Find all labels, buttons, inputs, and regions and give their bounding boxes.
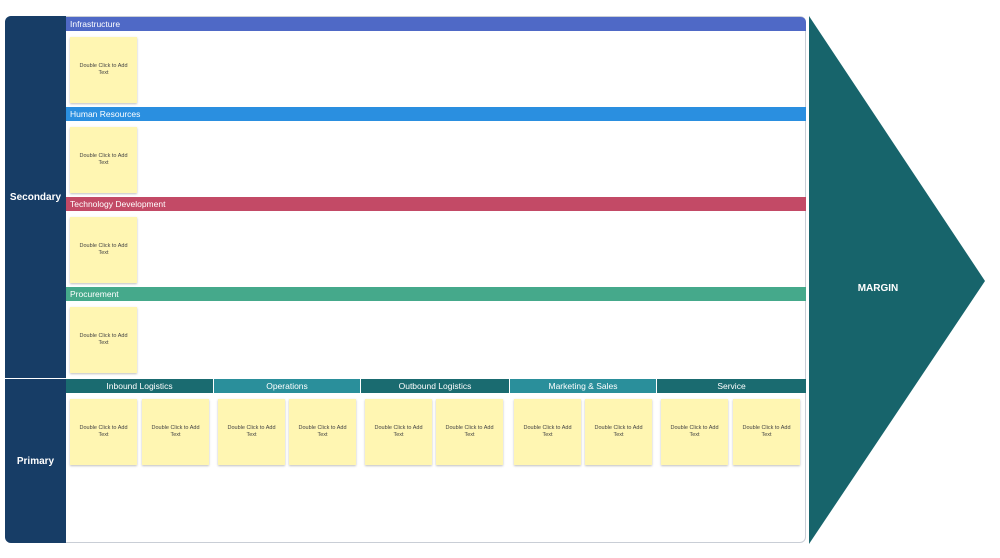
sticky-note-service-1[interactable]: Double Click to Add Text [661,399,728,465]
sticky-note-operations-2[interactable]: Double Click to Add Text [289,399,356,465]
margin-arrow [809,16,985,544]
band-human-resources[interactable]: Human Resources [66,107,806,121]
sticky-note-procurement[interactable]: Double Click to Add Text [70,307,137,373]
margin-label: MARGIN [857,283,899,294]
sticky-note-inbound-2[interactable]: Double Click to Add Text [142,399,209,465]
sticky-note-service-2[interactable]: Double Click to Add Text [733,399,800,465]
column-service[interactable]: Service [657,379,806,393]
secondary-activities-label: Secondary [5,16,66,378]
sticky-note-infrastructure[interactable]: Double Click to Add Text [70,37,137,103]
sticky-note-outbound-1[interactable]: Double Click to Add Text [365,399,432,465]
sidebar-divider [5,378,66,379]
band-technology-development[interactable]: Technology Development [66,197,806,211]
sticky-note-marketing-2[interactable]: Double Click to Add Text [585,399,652,465]
column-inbound-logistics[interactable]: Inbound Logistics [66,379,213,393]
column-outbound-logistics[interactable]: Outbound Logistics [361,379,509,393]
band-procurement[interactable]: Procurement [66,287,806,301]
sticky-note-technology-development[interactable]: Double Click to Add Text [70,217,137,283]
sticky-note-operations-1[interactable]: Double Click to Add Text [218,399,285,465]
sticky-note-human-resources[interactable]: Double Click to Add Text [70,127,137,193]
sticky-note-marketing-1[interactable]: Double Click to Add Text [514,399,581,465]
column-marketing-sales[interactable]: Marketing & Sales [510,379,656,393]
sticky-note-inbound-1[interactable]: Double Click to Add Text [70,399,137,465]
column-operations[interactable]: Operations [214,379,360,393]
band-infrastructure[interactable]: Infrastructure [66,17,806,31]
primary-activities-label: Primary [5,379,66,543]
sticky-note-outbound-2[interactable]: Double Click to Add Text [436,399,503,465]
